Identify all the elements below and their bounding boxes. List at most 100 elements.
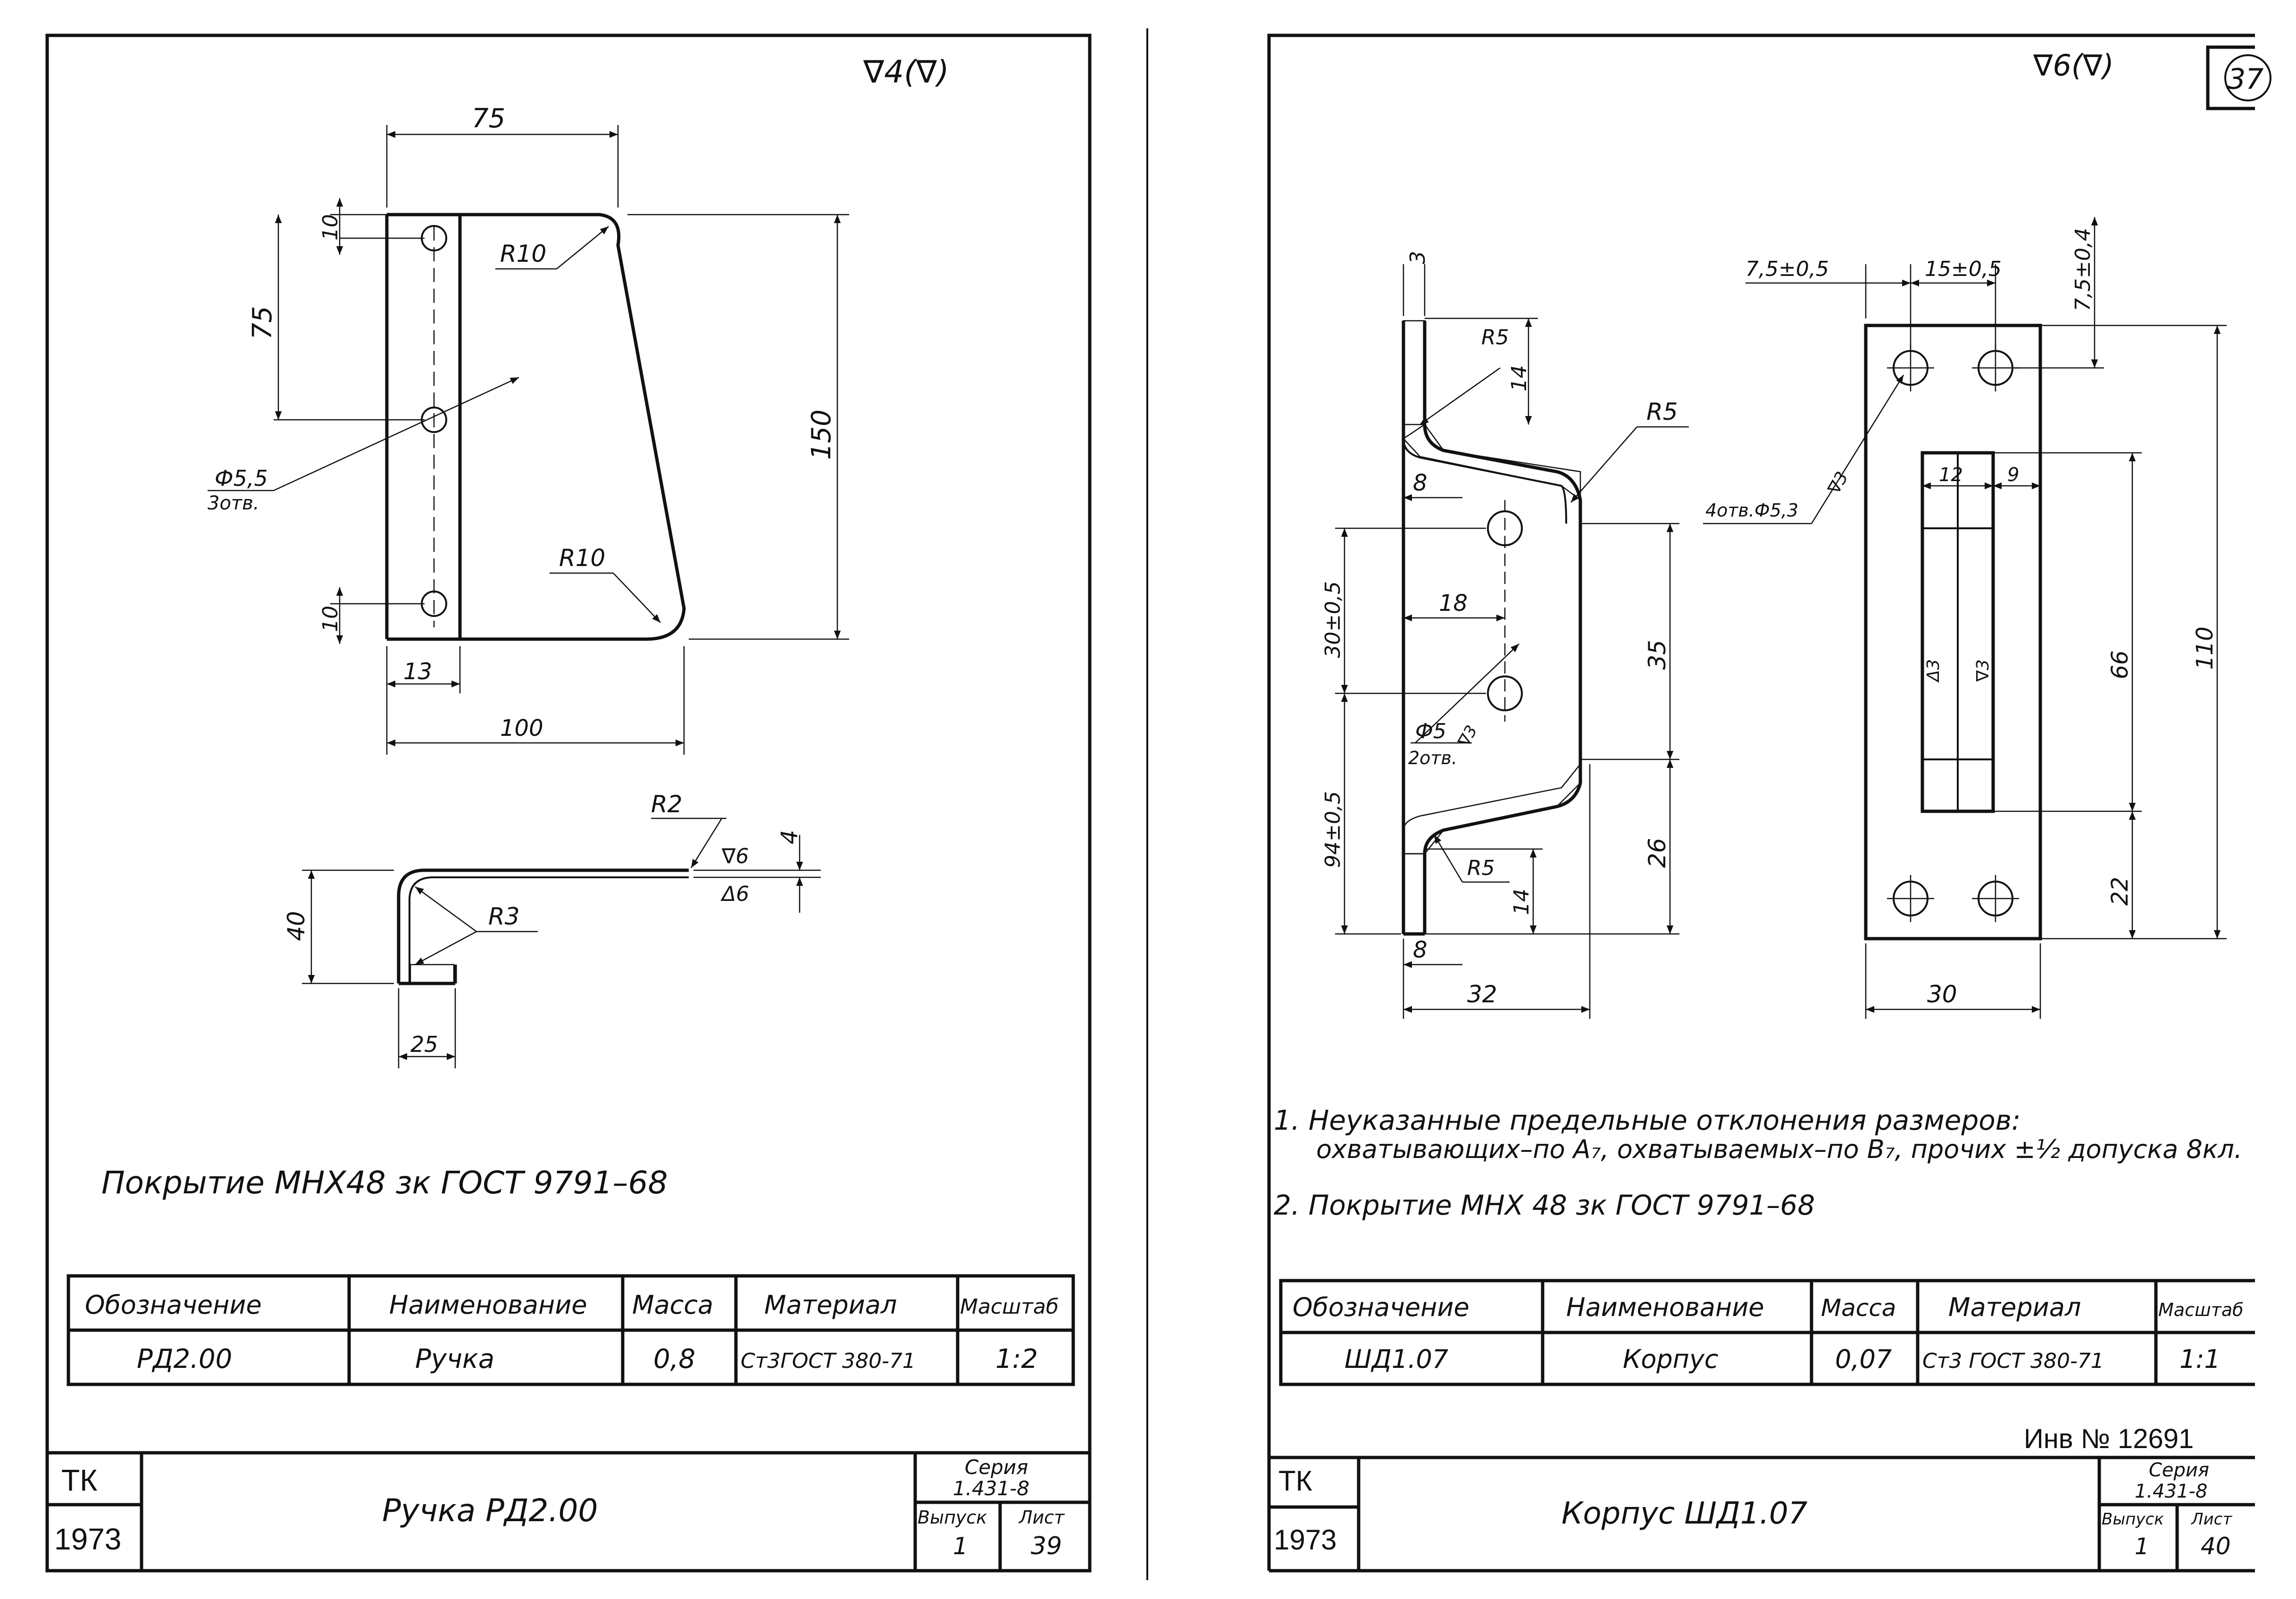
- right-sheet-label: Лист: [2190, 1510, 2232, 1529]
- body-hole-4: [1972, 875, 2019, 922]
- left-series-value: 1.431-8: [953, 1477, 1029, 1500]
- dim-10-bottom: 10: [318, 606, 342, 632]
- dim-8-top: 8: [1413, 470, 1428, 496]
- surface-3-b: Δ3: [1924, 659, 1943, 683]
- left-header-scale: Масштаб: [960, 1295, 1059, 1319]
- dim-r10-top: R10: [500, 240, 546, 267]
- inventory-number: Инв № 12691: [2024, 1424, 2194, 1454]
- dim-40: 40: [283, 911, 310, 941]
- dim-32: 32: [1467, 981, 1497, 1008]
- section-hatch-bottom: [1403, 762, 1581, 855]
- dim-100: 100: [500, 715, 543, 741]
- note-1-line-2: охватывающих–по А₇, охватываемых–по В₇, …: [1316, 1134, 2242, 1164]
- body-outline: [1864, 324, 2042, 941]
- hatched-section: [409, 964, 455, 984]
- left-cell-name: Ручка: [415, 1344, 494, 1374]
- holes-count-right: 2отв.: [1408, 748, 1457, 768]
- bent-profile-outer: [397, 868, 689, 983]
- right-cell-mass: 0,07: [1835, 1344, 1892, 1374]
- left-top-view: 75 10 75 10 150 R10 R10: [208, 103, 849, 755]
- dim-r5-bottom: R5: [1467, 856, 1495, 880]
- page-marker: 37: [2228, 63, 2263, 96]
- page-marker-box: [2206, 45, 2255, 110]
- left-sheet-label: Лист: [1018, 1507, 1065, 1528]
- dim-150: 150: [806, 409, 837, 460]
- dim-7-5-h: 7,5±0,5: [1745, 257, 1829, 281]
- note-1-line-1: 1. Неуказанные предельные отклонения раз…: [1274, 1104, 2020, 1136]
- right-cell-material: Ст3 ГОСТ 380-71: [1922, 1349, 2104, 1373]
- dim-35: 35: [1644, 640, 1671, 670]
- dim-30-width: 30: [1927, 981, 1957, 1008]
- right-header-name: Наименование: [1566, 1292, 1764, 1322]
- left-issue-value: 1: [953, 1532, 968, 1560]
- right-section-view: 3 R5 14 R5 8 30±0,5 18 35: [1321, 251, 1689, 1019]
- holes-count: 3отв.: [208, 492, 259, 514]
- left-cell-mass: 0,8: [653, 1344, 695, 1374]
- right-header-mass: Масса: [1821, 1294, 1896, 1322]
- bent-profile-inner: [409, 876, 689, 983]
- left-cell-material: Ст3ГОСТ 380-71: [741, 1349, 916, 1373]
- left-sheet-frame: [45, 33, 1092, 1573]
- dim-75-vertical: 75: [247, 306, 278, 340]
- right-cell-designation: ШД1.07: [1344, 1344, 1448, 1374]
- left-header-name: Наименование: [389, 1290, 587, 1320]
- dim-9: 9: [2007, 464, 2019, 486]
- left-cell-scale: 1:2: [995, 1344, 1038, 1374]
- left-coating-note: Покрытие МНХ48 зк ГОСТ 9791–68: [101, 1165, 668, 1201]
- dim-13: 13: [403, 658, 432, 685]
- dim-12: 12: [1939, 464, 1963, 486]
- right-org: ТК: [1278, 1465, 1312, 1497]
- holes-surface: ∇3: [1454, 722, 1481, 750]
- left-title-block: ТК 1973 Ручка РД2.00 Серия 1.431-8 Выпус…: [45, 1451, 1092, 1573]
- right-series-label: Серия: [2149, 1459, 2209, 1481]
- surface-3-c: ∇3: [1973, 659, 1993, 682]
- right-title: Корпус ШД1.07: [1561, 1496, 1808, 1531]
- left-issue-label: Выпуск: [918, 1507, 987, 1528]
- dim-r5-right: R5: [1646, 398, 1678, 425]
- dim-18: 18: [1439, 590, 1468, 616]
- dim-4: 4: [776, 830, 803, 844]
- holes-4: 4отв.Ф5,3: [1705, 500, 1798, 521]
- right-cell-scale: 1:1: [2179, 1344, 2221, 1374]
- right-header-designation: Обозначение: [1293, 1292, 1469, 1322]
- left-series-label: Серия: [965, 1456, 1028, 1479]
- right-issue-value: 1: [2135, 1533, 2149, 1560]
- left-surface-mark: ∇4(∇): [863, 54, 949, 90]
- left-spec-table: Обозначение Наименование Масса Материал …: [67, 1274, 1075, 1386]
- surface-3-a: ∇3: [1824, 468, 1853, 498]
- note-2: 2. Покрытие МНХ 48 зк ГОСТ 9791–68: [1274, 1189, 1815, 1221]
- dim-r10-bottom: R10: [559, 544, 605, 572]
- dim-110: 110: [2192, 626, 2218, 670]
- dim-r2: R2: [651, 791, 683, 818]
- body-hole-3: [1887, 875, 1934, 922]
- left-side-view: R2 4 ∇6 Δ6 40 R3 25: [283, 791, 821, 1068]
- left-header-material: Материал: [764, 1290, 897, 1320]
- right-issue-label: Выпуск: [2102, 1510, 2164, 1529]
- left-year: 1973: [54, 1522, 121, 1556]
- right-cell-name: Корпус: [1623, 1344, 1719, 1374]
- right-sheet-frame: [1267, 33, 2255, 1571]
- plate-outline: [387, 213, 686, 641]
- left-sheet: ∇4(∇) 75 10 75 10: [45, 33, 1092, 1573]
- dim-25: 25: [410, 1032, 438, 1057]
- right-surface-mark: ∇6(∇): [2033, 48, 2114, 83]
- left-header-mass: Масса: [632, 1290, 713, 1320]
- dim-94: 94±0,5: [1321, 791, 1345, 868]
- right-spec-table: Обозначение Наименование Масса Материал …: [1279, 1279, 2255, 1386]
- holes-dia-right: Ф5: [1415, 719, 1446, 743]
- dim-10-top: 10: [318, 214, 342, 241]
- right-sheet: ∇6(∇) 37 3: [1267, 33, 2271, 1573]
- dim-26: 26: [1644, 838, 1671, 868]
- left-cell-designation: РД2.00: [137, 1344, 232, 1374]
- left-sheet-value: 39: [1031, 1532, 1062, 1560]
- left-header-designation: Обозначение: [85, 1290, 262, 1320]
- body-hole-2: [1972, 344, 2019, 391]
- dim-3: 3: [1406, 251, 1430, 264]
- left-org: ТК: [61, 1463, 97, 1497]
- dim-22: 22: [2107, 877, 2133, 906]
- dim-75-top: 75: [472, 103, 505, 134]
- dim-14-bottom: 14: [1510, 889, 1534, 915]
- right-sheet-value: 40: [2201, 1532, 2231, 1560]
- surface-6-top: ∇6: [721, 844, 749, 868]
